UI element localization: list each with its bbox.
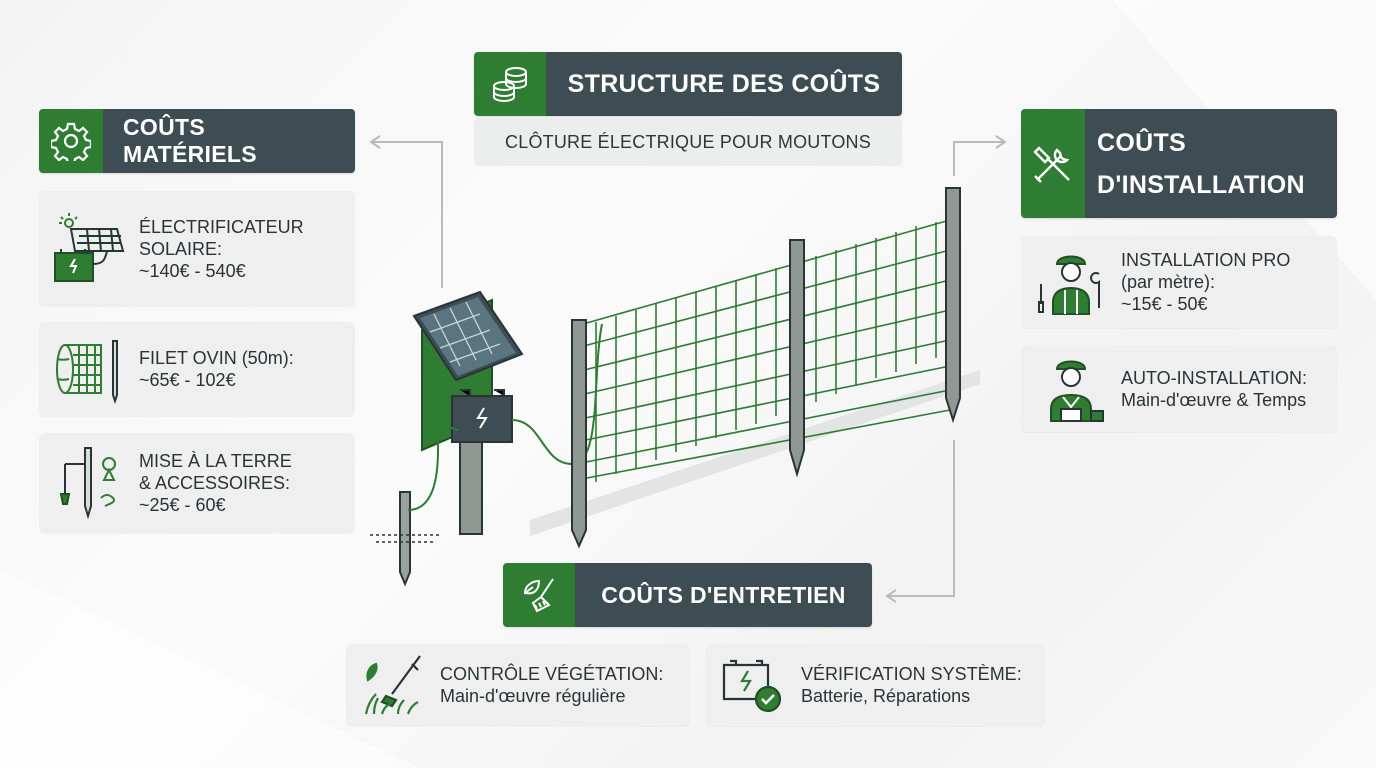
leaf-brush-icon xyxy=(503,563,575,627)
tools-wrench-hammer-icon xyxy=(1021,109,1085,218)
title-heading: STRUCTURE DES COÛTS xyxy=(546,52,902,116)
material-solar-line2: SOLAIRE: xyxy=(139,238,223,259)
technician-icon xyxy=(1021,237,1121,327)
material-solar-price: ~140€ - 540€ xyxy=(139,260,246,281)
maintenance-system-line2: Batterie, Réparations xyxy=(801,686,971,706)
material-ground-line1: MISE À LA TERRE xyxy=(139,451,292,471)
material-item-net: FILET OVIN (50m): ~65€ - 102€ xyxy=(39,322,355,416)
materials-header: COÛTS MATÉRIELS xyxy=(39,109,355,173)
maintenance-heading: COÛTS D'ENTRETIEN xyxy=(575,563,872,627)
maintenance-item-system: VÉRIFICATION SYSTÈME: Batterie, Réparati… xyxy=(705,644,1045,726)
installation-heading-line1: COÛTS xyxy=(1097,128,1186,157)
ground-rod-icon xyxy=(39,433,139,533)
maintenance-vegetation-line1: CONTRÔLE VÉGÉTATION: xyxy=(440,664,664,684)
material-item-solar: ÉLECTRIFICATEUR SOLAIRE: ~140€ - 540€ xyxy=(39,191,355,306)
installation-pro-price: ~15€ - 50€ xyxy=(1121,294,1208,314)
fence-net-roll-icon xyxy=(39,324,139,414)
gear-icon xyxy=(39,109,103,173)
arrow-to-materials xyxy=(372,141,443,288)
ground-stake xyxy=(370,491,440,587)
arrow-to-maintenance xyxy=(888,440,955,597)
grass-trimmer-icon xyxy=(346,645,440,725)
ground-strip xyxy=(530,370,980,536)
installation-pro-line1: INSTALLATION PRO xyxy=(1121,250,1291,270)
material-net-price: ~65€ - 102€ xyxy=(139,370,236,390)
battery-check-icon xyxy=(705,645,801,725)
fence-net xyxy=(575,219,951,482)
installation-item-diy: AUTO-INSTALLATION: Main-d'œuvre & Temps xyxy=(1021,345,1337,432)
maintenance-vegetation-line2: Main-d'œuvre régulière xyxy=(440,686,626,706)
installation-heading-line2: D'INSTALLATION xyxy=(1097,170,1305,199)
material-ground-line2: & ACCESSOIRES: xyxy=(139,473,291,493)
maintenance-header: COÛTS D'ENTRETIEN xyxy=(503,563,872,627)
installation-diy-line1: AUTO-INSTALLATION: xyxy=(1121,367,1308,388)
arrow-to-installation xyxy=(953,141,1004,176)
installation-pro-line2: (par mètre): xyxy=(1121,272,1216,292)
electric-fence-illustration xyxy=(370,187,980,587)
material-solar-line1: ÉLECTRIFICATEUR xyxy=(139,216,304,237)
material-item-ground: MISE À LA TERRE & ACCESSOIRES: ~25€ - 60… xyxy=(39,433,355,533)
worker-icon xyxy=(1021,346,1121,432)
maintenance-item-vegetation: CONTRÔLE VÉGÉTATION: Main-d'œuvre réguli… xyxy=(346,644,690,726)
material-net-line1: FILET OVIN (50m): xyxy=(139,348,294,368)
coins-stack-icon xyxy=(474,52,546,116)
maintenance-system-line1: VÉRIFICATION SYSTÈME: xyxy=(801,664,1022,684)
installation-header: COÛTS D'INSTALLATION xyxy=(1021,109,1337,218)
materials-heading: COÛTS MATÉRIELS xyxy=(103,109,355,173)
title-subtitle: CLÔTURE ÉLECTRIQUE POUR MOUTONS xyxy=(474,118,902,166)
installation-diy-line2: Main-d'œuvre & Temps xyxy=(1121,389,1307,410)
solar-battery-icon xyxy=(39,199,139,299)
installation-item-pro: INSTALLATION PRO (par mètre): ~15€ - 50€ xyxy=(1021,236,1337,328)
fence-posts xyxy=(571,187,961,549)
title-header: STRUCTURE DES COÛTS xyxy=(474,52,902,116)
material-ground-price: ~25€ - 60€ xyxy=(139,495,226,515)
